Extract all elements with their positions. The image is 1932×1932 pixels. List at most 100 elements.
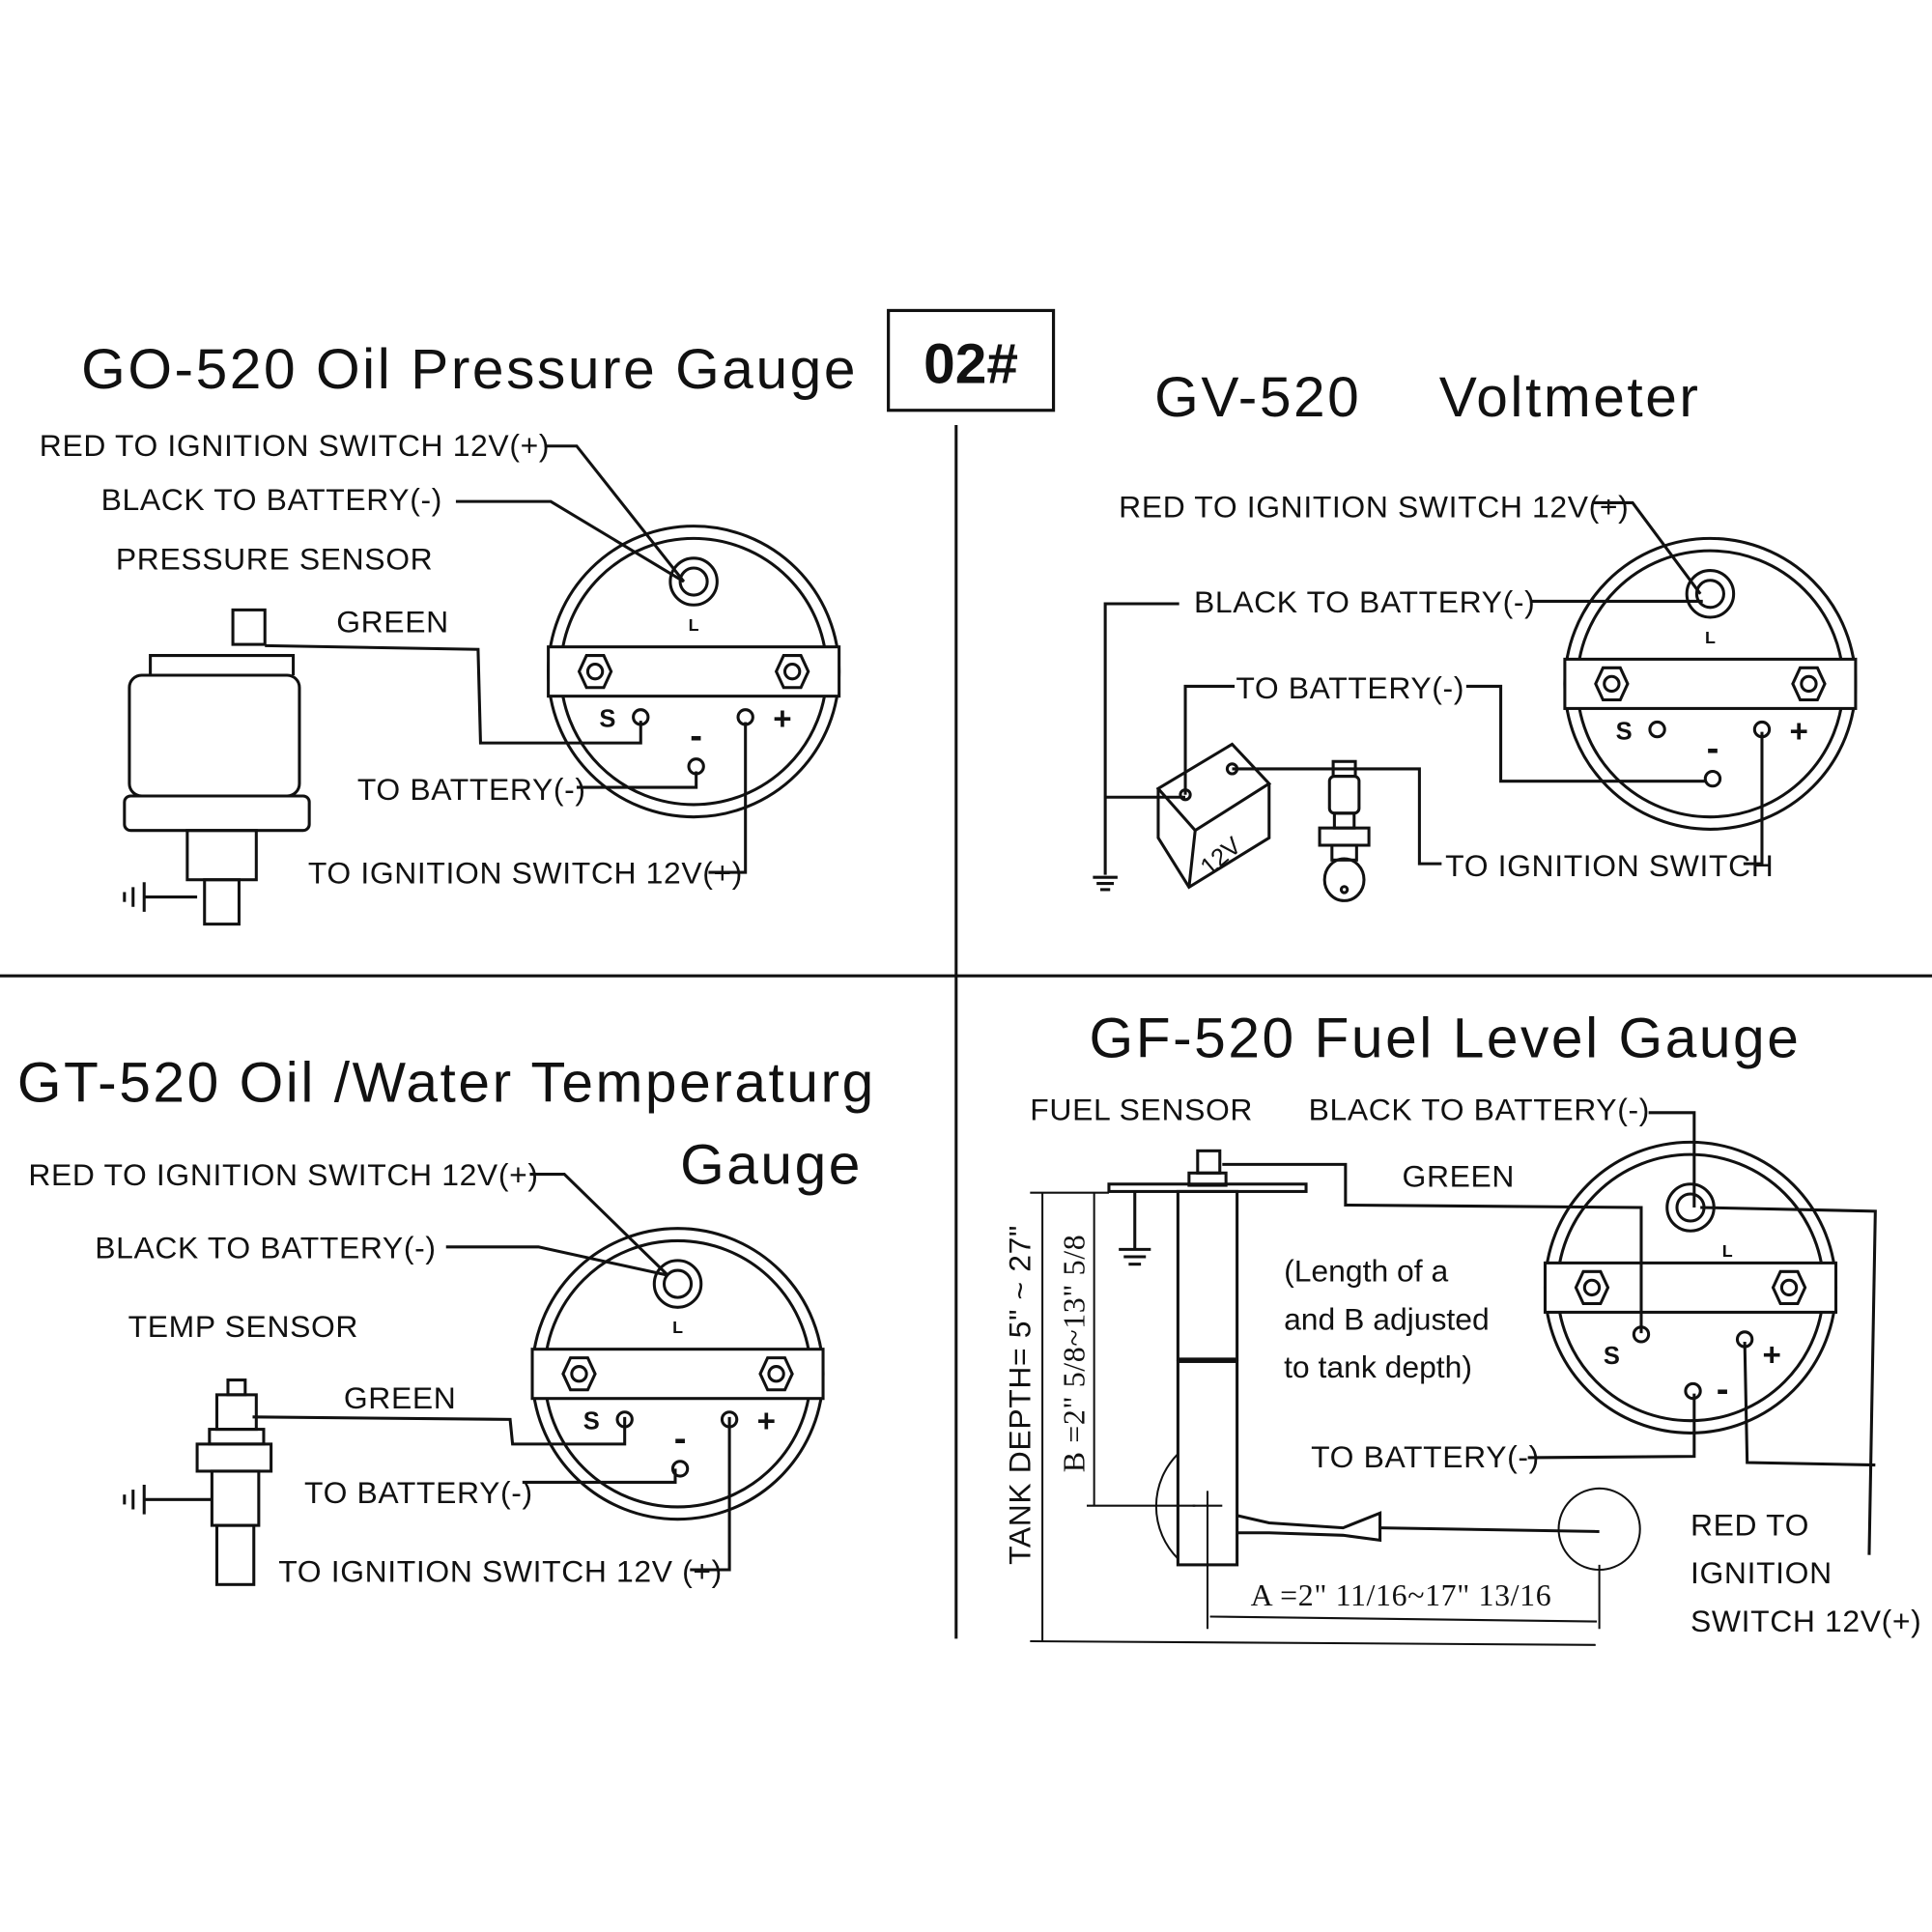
ignition-wire — [1743, 731, 1764, 866]
meter-negative-wire — [1465, 684, 1707, 783]
to-ignition-label: TO IGNITION SWITCH — [1445, 848, 1774, 883]
sender-terminal — [1648, 720, 1666, 739]
ground-icon — [1119, 1247, 1151, 1266]
battery-negative-terminal — [1179, 788, 1192, 802]
nut-icon — [561, 1356, 597, 1392]
temperature-title-line2: Gauge — [680, 1134, 863, 1197]
to-battery-label: TO BATTERY(-) — [1236, 670, 1464, 705]
sensor-cap — [149, 654, 296, 675]
temperature-title: GT-520 Oil /Water Temperaturg — [17, 1051, 876, 1114]
stud-icon — [1779, 1278, 1799, 1297]
red-wire — [544, 444, 686, 582]
lamp-terminal — [662, 1268, 694, 1299]
a-dimension-label: A =2" 11/16~17" 13/16 — [1251, 1578, 1552, 1612]
sender-label: S — [1616, 718, 1633, 745]
voltmeter-section: GV-520 Voltmeter RED TO IGNITION SWITCH … — [1093, 366, 1858, 902]
negative-label: - — [690, 715, 702, 756]
stud-icon — [1582, 1278, 1602, 1297]
battery-positive-wire — [1232, 767, 1442, 866]
stud-icon — [570, 1365, 588, 1383]
pressure-sensor-label: PRESSURE SENSOR — [116, 541, 433, 576]
green-wire-label: GREEN — [336, 604, 449, 639]
oil-pressure-section: GO-520 Oil Pressure Gauge RED TO IGNITIO… — [40, 338, 855, 926]
red-wire — [1591, 500, 1702, 595]
black-wire — [455, 499, 685, 583]
green-wire — [265, 643, 642, 745]
note-line: to tank depth) — [1284, 1350, 1472, 1384]
red-wire-label: IGNITION — [1690, 1555, 1833, 1590]
ground-icon — [123, 882, 146, 912]
fuel-section: GF-520 Fuel Level Gauge FUEL SENSOR BLAC… — [1002, 1007, 1921, 1646]
lamp-label: L — [1705, 628, 1716, 647]
fuel-sensor-label: FUEL SENSOR — [1030, 1092, 1253, 1126]
negative-label: - — [674, 1417, 687, 1459]
voltmeter-model: GV-520 — [1154, 366, 1361, 429]
sender-label: S — [583, 1408, 600, 1435]
temp-sensor — [123, 1378, 273, 1586]
red-wire — [1700, 1206, 1877, 1555]
stud-icon — [1603, 674, 1621, 694]
ignition-wire — [690, 1416, 731, 1572]
note-line: and B adjusted — [1284, 1301, 1490, 1336]
nut-icon — [1594, 666, 1630, 702]
red-wire-label: RED TO IGNITION SWITCH 12V(+) — [28, 1157, 538, 1192]
battery-edge — [1187, 830, 1197, 888]
lamp-terminal — [1675, 1192, 1706, 1223]
lamp-socket — [1685, 569, 1736, 619]
green-wire-label: GREEN — [1403, 1158, 1516, 1193]
black-wire-label: BLACK TO BATTERY(-) — [101, 482, 442, 517]
sensor-hex — [123, 794, 311, 833]
pressure-sensor — [123, 608, 311, 926]
oil-pressure-gauge: L S - + — [547, 525, 841, 819]
to-battery-label: TO BATTERY(-) — [1311, 1439, 1540, 1474]
fuel-gauge: LS-+ — [1543, 1140, 1838, 1435]
red-wire — [529, 1173, 669, 1277]
lamp-terminal — [1694, 579, 1725, 610]
red-wire-label: RED TO IGNITION SWITCH 12V(+) — [40, 428, 550, 463]
temp-sensor-label: TEMP SENSOR — [128, 1309, 358, 1344]
lamp-socket — [652, 1259, 703, 1309]
stud-icon — [767, 1365, 785, 1383]
dimension-lines — [1030, 1191, 1601, 1646]
lamp-label: L — [672, 1318, 683, 1337]
tank-depth-label: TANK DEPTH= 5" ~ 27" — [1002, 1225, 1037, 1565]
lamp-label: L — [1722, 1241, 1733, 1261]
battery-wire — [522, 1468, 677, 1484]
nut-icon — [774, 654, 810, 690]
lamp-label: L — [689, 615, 699, 635]
green-wire — [1222, 1162, 1643, 1334]
stud-icon — [1800, 674, 1818, 694]
sensor-thread — [185, 829, 258, 882]
fuel-sensor — [1107, 1149, 1641, 1572]
voltmeter-title: Voltmeter — [1439, 366, 1701, 429]
sender-label: S — [599, 706, 615, 733]
ignition-wire — [1743, 1341, 1876, 1467]
negative-terminal — [670, 1460, 690, 1478]
nut-icon — [758, 1356, 794, 1392]
positive-label: + — [1762, 1337, 1780, 1373]
red-wire-label: SWITCH 12V(+) — [1690, 1604, 1921, 1638]
positive-label: + — [773, 701, 791, 737]
fuel-title: GF-520 Fuel Level Gauge — [1090, 1007, 1802, 1069]
ground-wire — [1103, 602, 1179, 875]
stud-icon — [782, 662, 802, 681]
lamp-socket — [668, 556, 719, 607]
lamp-terminal — [678, 566, 709, 597]
battery-wire — [576, 771, 698, 789]
black-wire — [445, 1245, 668, 1277]
positive-label: + — [1790, 714, 1808, 750]
to-battery-label: TO BATTERY(-) — [304, 1475, 533, 1510]
sender-label: S — [1604, 1343, 1620, 1370]
red-wire-label: RED TO IGNITION SWITCH 12V(+) — [1119, 490, 1629, 525]
negative-label: - — [1707, 727, 1719, 769]
green-wire — [252, 1415, 627, 1446]
sensor-tip — [203, 878, 241, 926]
nut-icon — [577, 654, 613, 690]
temperature-section: GT-520 Oil /Water Temperaturg Gauge RED … — [17, 1051, 876, 1588]
badge-text: 02# — [923, 333, 1018, 396]
battery-voltage-label: 12V — [1196, 832, 1247, 881]
ignition-switch-icon — [1318, 759, 1371, 902]
red-wire-label: RED TO — [1690, 1507, 1809, 1542]
